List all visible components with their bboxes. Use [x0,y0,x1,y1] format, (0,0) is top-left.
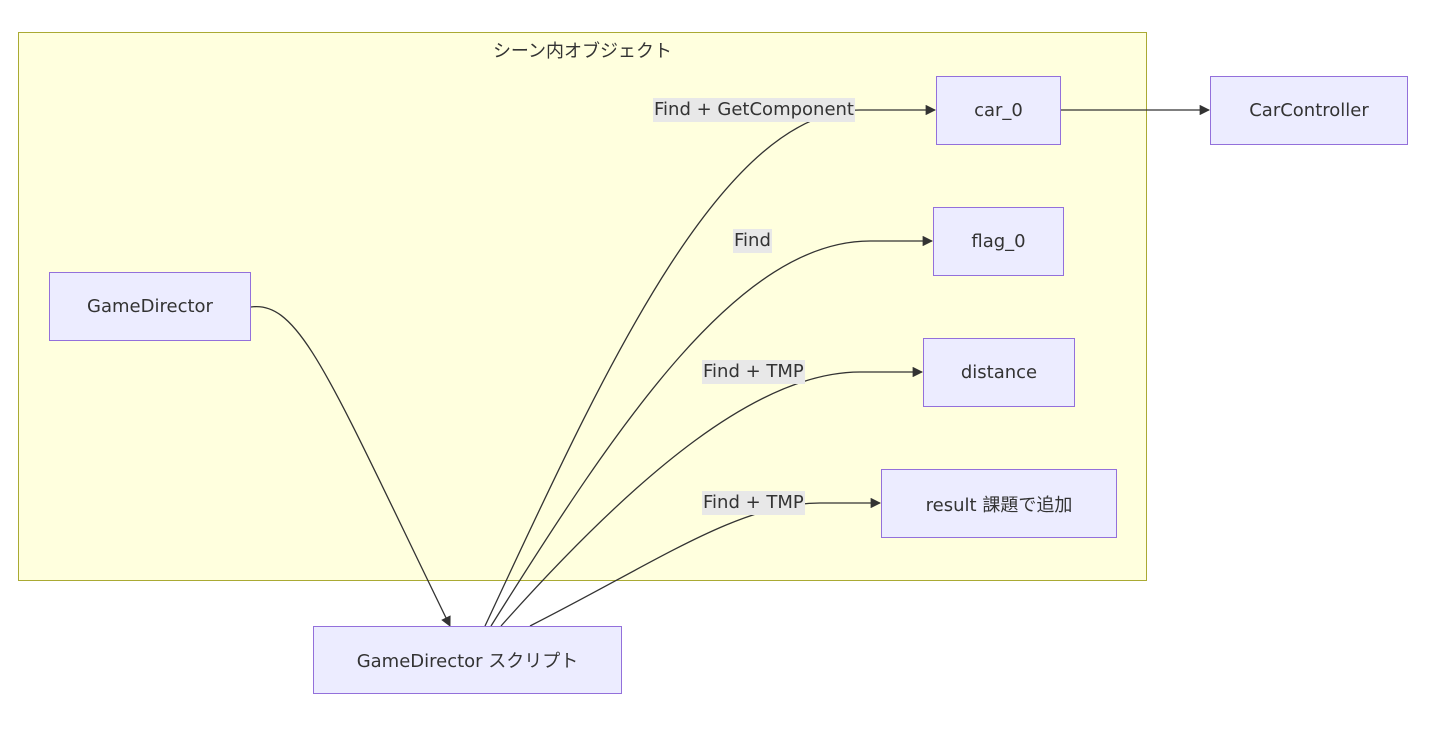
cluster-title: シーン内オブジェクト [492,41,673,62]
node-label: GameDirector [87,296,213,317]
node-label: GameDirector スクリプト [356,651,579,672]
edge-label-find: Find [733,229,772,253]
edge-label-find-tmp-distance: Find + TMP [702,360,805,384]
node-label: car_0 [974,100,1023,121]
node-distance[interactable]: distance [923,338,1075,407]
edge-script-to-flag0 [490,235,934,627]
node-result[interactable]: result 課題で追加 [881,469,1117,538]
edge-script-to-result [529,497,882,627]
node-label: flag_0 [971,231,1026,252]
node-label: CarController [1249,100,1369,121]
node-car0[interactable]: car_0 [936,76,1061,145]
node-label: distance [960,362,1038,383]
node-carcontroller[interactable]: CarController [1210,76,1408,145]
edge-script-to-distance [500,366,924,627]
edge-label-find-tmp-result: Find + TMP [702,491,805,515]
node-flag0[interactable]: flag_0 [933,207,1064,276]
node-gamedirector-script[interactable]: GameDirector スクリプト [313,626,622,694]
node-label: result 課題で追加 [925,494,1073,516]
node-gamedirector[interactable]: GameDirector [49,272,251,341]
edge-label-find-getcomponent: Find + GetComponent [653,98,855,122]
edge-gamedirector-to-script [250,305,451,627]
